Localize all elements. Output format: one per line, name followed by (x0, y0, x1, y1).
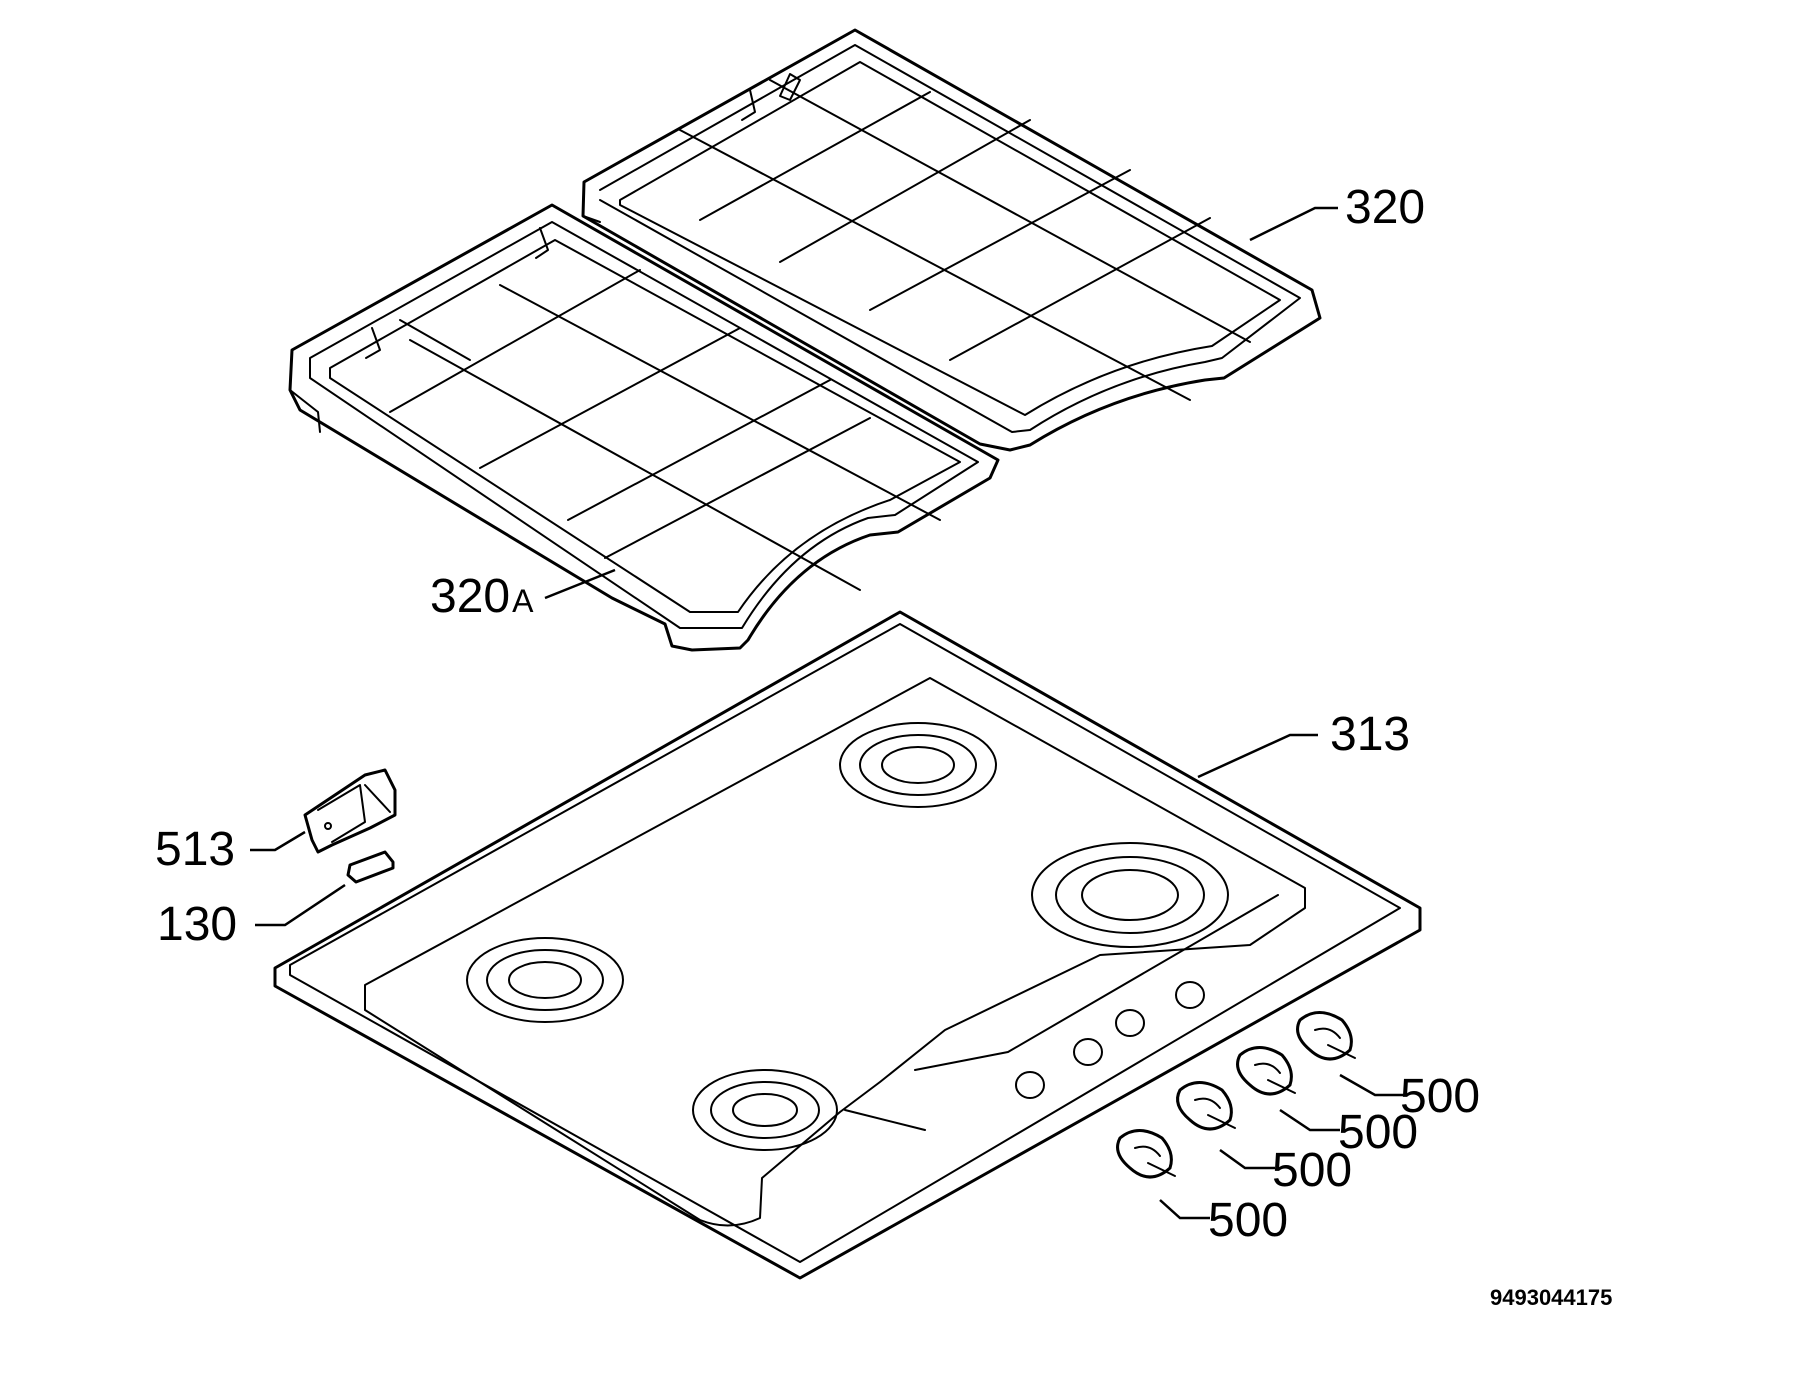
callout-grid-right: 320 (1345, 181, 1425, 234)
callout-knob-2: 500 (1338, 1106, 1418, 1159)
control-knob-1 (1296, 1011, 1356, 1061)
control-knob-3 (1176, 1081, 1236, 1131)
pan-support-grid-right (581, 28, 1322, 452)
pan-support-grid-left (288, 203, 1000, 652)
burner-rear-right (839, 722, 997, 808)
burner-rear-left (466, 937, 624, 1023)
hob-top-panel (273, 610, 1422, 1280)
leader-lines (250, 206, 1405, 1220)
callout-clip: 130 (157, 898, 237, 951)
burner-front-left (692, 1069, 838, 1151)
callout-knob-3: 500 (1272, 1144, 1352, 1197)
fixing-bracket (303, 768, 397, 854)
control-knob-2 (1236, 1046, 1296, 1096)
callout-grid-left-number: 320 (430, 570, 510, 623)
callout-knob-1: 500 (1400, 1070, 1480, 1123)
control-knob-4 (1116, 1129, 1176, 1179)
burner-front-right-large (1031, 842, 1229, 948)
knob-holes (1015, 981, 1205, 1099)
callout-grid-left: 320A (430, 570, 534, 623)
callout-grid-left-suffix: A (512, 583, 534, 619)
callout-hob-top: 313 (1330, 708, 1410, 761)
clip-part (346, 850, 395, 884)
callout-knob-4: 500 (1208, 1194, 1288, 1247)
callout-bracket: 513 (155, 823, 235, 876)
document-number: 9493044175 (1490, 1285, 1612, 1310)
